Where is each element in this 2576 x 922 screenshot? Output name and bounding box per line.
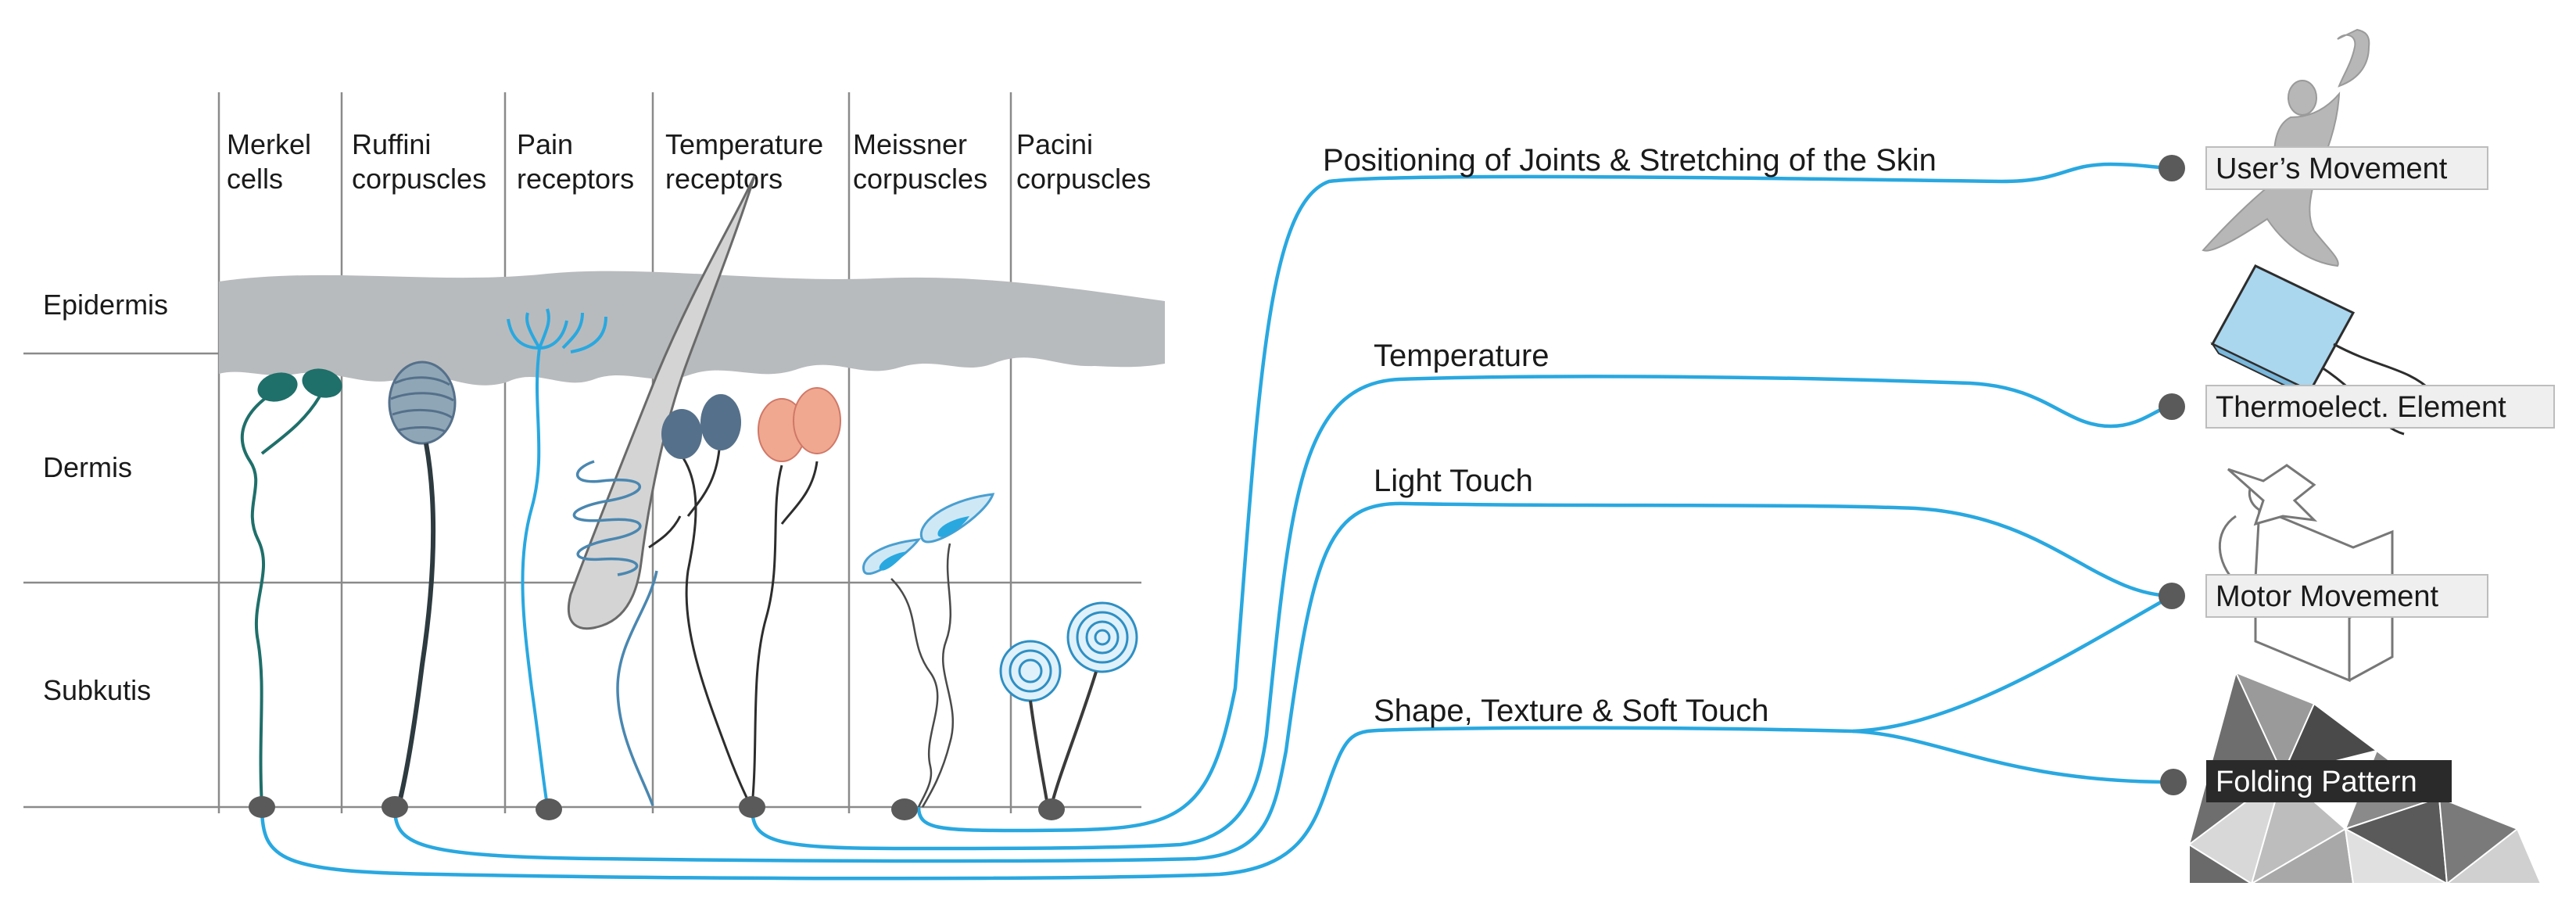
merkel-nerve-branch bbox=[260, 394, 322, 455]
pain-nerve bbox=[521, 347, 549, 806]
temp-nerve-warm bbox=[751, 465, 783, 806]
connector-shape-texture-folding bbox=[1852, 729, 2174, 784]
hair-nerve bbox=[616, 570, 658, 806]
temperature-receptor-illustration bbox=[567, 175, 841, 806]
receptor-dot-merkel bbox=[249, 796, 275, 818]
servo-motor-icon bbox=[2218, 464, 2394, 683]
ruffini-stripes bbox=[390, 376, 454, 433]
connector-merkel-shape-texture bbox=[260, 594, 2173, 881]
layer-label-subkutis: Subkutis bbox=[43, 674, 151, 706]
receptor-label-merkel: Merkel bbox=[227, 128, 311, 160]
output-label-box-dark bbox=[2206, 760, 2452, 802]
receptor-label-merkel-line2: cells bbox=[227, 163, 283, 195]
connector-temp-temperature bbox=[750, 375, 2173, 851]
column-separators bbox=[217, 92, 1012, 813]
meissner-core bbox=[937, 516, 969, 537]
dancer-figure-icon bbox=[2202, 28, 2370, 267]
output-dot-motor bbox=[2159, 583, 2185, 609]
receptor-dot-pain bbox=[536, 798, 562, 820]
layer-labels: Epidermis Dermis Subkutis bbox=[43, 289, 168, 706]
receptor-label-pacini-line2: corpuscles bbox=[1016, 163, 1151, 195]
receptor-label-meissner-line2: corpuscles bbox=[853, 163, 987, 195]
merkel-nerve bbox=[240, 393, 271, 806]
connection-label-shape-texture: Shape, Texture & Soft Touch bbox=[1374, 694, 1769, 728]
output-label-box bbox=[2205, 574, 2488, 618]
output-label-thermoelectric: Thermoelect. Element bbox=[2216, 391, 2506, 424]
meissner-nerve bbox=[890, 578, 939, 808]
receptor-dots bbox=[249, 796, 1065, 820]
meissner-corpuscle bbox=[919, 493, 995, 544]
pacini-nerve bbox=[1050, 671, 1098, 806]
receptor-label-pain: Pain bbox=[517, 128, 573, 160]
output-label-users-movement: User’s Movement bbox=[2216, 152, 2448, 185]
ruffini-corpuscle bbox=[388, 361, 457, 445]
hair-follicle-coil bbox=[572, 460, 642, 576]
merkel-cell bbox=[302, 368, 342, 398]
cold-receptor bbox=[700, 394, 741, 450]
temp-nerve-cold-branch bbox=[686, 449, 721, 517]
receptor-label-temperature: Temperature bbox=[665, 128, 823, 160]
pain-endings bbox=[507, 308, 607, 353]
pacini-ring bbox=[1076, 611, 1129, 664]
meissner-core bbox=[879, 551, 907, 571]
receptor-dot-temperature bbox=[739, 796, 765, 818]
layer-label-dermis: Dermis bbox=[43, 451, 132, 483]
connector-ruffini-light-touch bbox=[392, 501, 2173, 863]
output-label-folding: Folding Pattern bbox=[2216, 766, 2417, 798]
temp-nerve-cold bbox=[679, 453, 752, 806]
ruffini-nerve bbox=[396, 443, 436, 806]
output-dot-thermoelectric bbox=[2159, 393, 2185, 420]
pacini-ring bbox=[1094, 629, 1111, 646]
ruffini-corpuscle-illustration bbox=[388, 361, 457, 806]
merkel-cell bbox=[257, 372, 298, 402]
output-dots bbox=[2159, 155, 2187, 795]
output-dot-users-movement bbox=[2159, 155, 2185, 181]
output-label-motor: Motor Movement bbox=[2216, 580, 2439, 613]
pacini-nerve bbox=[1029, 700, 1049, 806]
receptor-labels: Merkel cells Ruffini corpuscles Pain rec… bbox=[227, 128, 1151, 195]
output-dot-folding bbox=[2160, 769, 2187, 795]
output-label-box bbox=[2205, 385, 2555, 429]
receptor-label-meissner: Meissner bbox=[853, 128, 967, 160]
output-label-box bbox=[2205, 146, 2488, 190]
warm-receptor bbox=[793, 387, 841, 454]
pacini-ring bbox=[1085, 620, 1120, 655]
receptor-label-pacini: Pacini bbox=[1016, 128, 1093, 160]
connector-meissner-positioning bbox=[916, 162, 2173, 833]
connection-label-positioning: Positioning of Joints & Stretching of th… bbox=[1323, 143, 1936, 178]
connection-label-light-touch: Light Touch bbox=[1374, 464, 1533, 498]
layer-label-epidermis: Epidermis bbox=[43, 289, 168, 321]
meissner-nerve bbox=[921, 543, 954, 808]
connection-label-temperature: Temperature bbox=[1374, 339, 1550, 373]
receptor-label-ruffini-line2: corpuscles bbox=[352, 163, 486, 195]
output-labels: User’s Movement Thermoelect. Element Mot… bbox=[2205, 146, 2555, 802]
receptor-label-ruffini: Ruffini bbox=[352, 128, 431, 160]
receptor-dot-ruffini bbox=[382, 796, 408, 818]
connection-labels: Positioning of Joints & Stretching of th… bbox=[1323, 143, 1936, 728]
thermoelectric-wire bbox=[2333, 343, 2433, 393]
cold-receptor bbox=[661, 409, 702, 459]
hair-shaft bbox=[567, 175, 756, 630]
pacini-ring bbox=[1018, 658, 1043, 683]
pain-receptor-illustration bbox=[507, 308, 607, 806]
merkel-cells-illustration bbox=[240, 368, 342, 806]
temp-nerve-hair-link bbox=[648, 515, 682, 549]
receptor-dot-pacini bbox=[1038, 798, 1065, 820]
pacini-ring bbox=[1009, 649, 1052, 693]
pacini-corpuscle-illustration bbox=[999, 601, 1138, 806]
receptor-label-temperature-line2: receptors bbox=[665, 163, 783, 195]
receptor-label-pain-line2: receptors bbox=[517, 163, 634, 195]
receptor-dot-meissner bbox=[891, 798, 918, 820]
connector-curves bbox=[260, 162, 2174, 881]
meissner-corpuscle-illustration bbox=[862, 493, 995, 808]
temp-nerve-warm-branch bbox=[780, 461, 819, 525]
